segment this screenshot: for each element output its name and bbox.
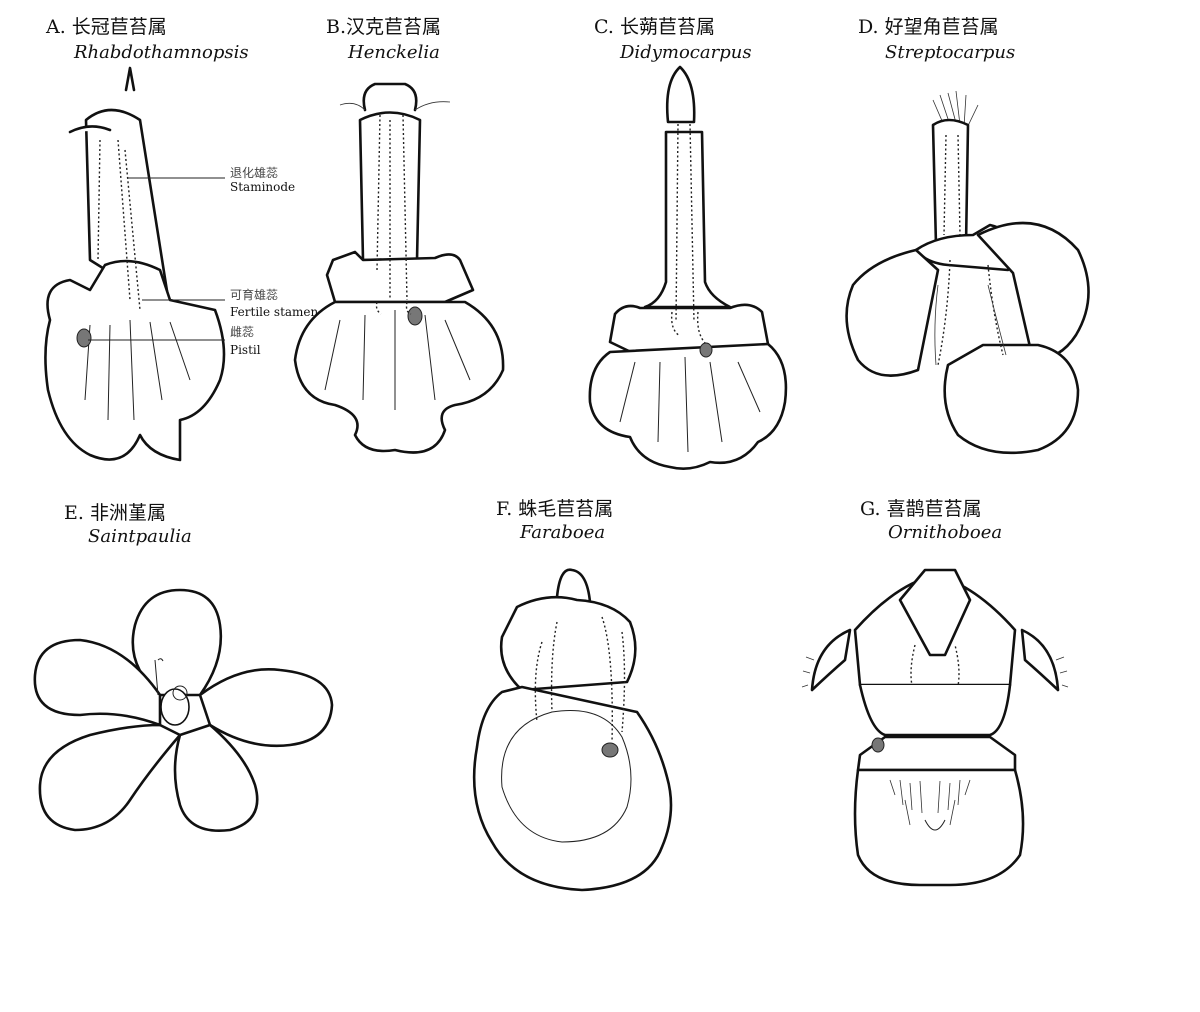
fertile-stamen-label-en: Fertile stamen bbox=[230, 305, 319, 319]
pistil-label-en: Pistil bbox=[230, 343, 261, 357]
panel-b-flower-drawing bbox=[293, 82, 505, 454]
panel-a-flower-drawing bbox=[44, 66, 226, 462]
panel-d-title: D. 好望角苣苔属 bbox=[858, 16, 999, 38]
panel-d-flower-drawing bbox=[845, 90, 1090, 455]
panel-a-title: A. 长冠苣苔属 bbox=[46, 16, 167, 38]
panel-g-flower-drawing bbox=[801, 568, 1069, 887]
panel-g-title: G. 喜鹊苣苔属 bbox=[860, 498, 982, 520]
panel-e-title: E. 非洲堇属 bbox=[64, 502, 166, 524]
panel-c-flower-drawing bbox=[588, 65, 788, 470]
panel-f-flower-drawing bbox=[472, 568, 673, 892]
panel-b-title: B.汉克苣苔属 bbox=[326, 16, 442, 38]
panel-d-latin-name: Streptocarpus bbox=[885, 42, 1016, 63]
staminode-label-cn: 退化雄蕊 bbox=[230, 166, 279, 180]
staminode-label-en: Staminode bbox=[230, 180, 296, 194]
panel-b-latin-name: Henckelia bbox=[348, 42, 440, 63]
panel-e-latin-name: Saintpaulia bbox=[88, 526, 192, 547]
panel-c-latin-name: Didymocarpus bbox=[620, 42, 752, 63]
panel-g-latin-name: Ornithoboea bbox=[888, 522, 1003, 543]
panel-f-latin-name: Faraboea bbox=[520, 522, 606, 543]
panel-e-flower-drawing bbox=[33, 588, 334, 832]
panel-a-latin-name: Rhabdothamnopsis bbox=[74, 42, 249, 63]
pistil-label-cn: 雌蕊 bbox=[230, 325, 255, 339]
fertile-stamen-label-cn: 可育雄蕊 bbox=[230, 288, 279, 302]
panel-f-title: F. 蛛毛苣苔属 bbox=[496, 498, 614, 520]
panel-c-title: C. 长蒴苣苔属 bbox=[594, 16, 715, 38]
